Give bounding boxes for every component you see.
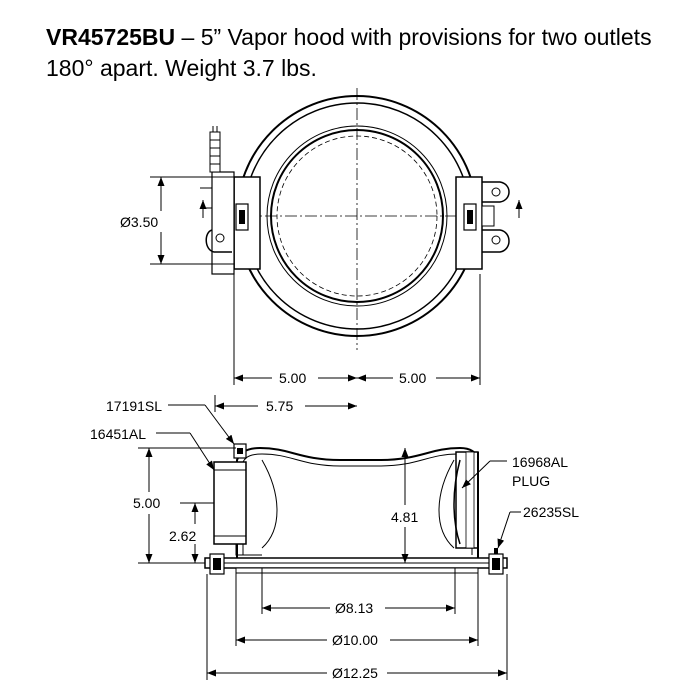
title-block: VR45725BU – 5” Vapor hood with provision… (46, 22, 686, 84)
side-view: 17191SL 16451AL 16968AL PLUG 26235SL 5.0… (90, 398, 579, 681)
dimension-half-widths: 5.00 5.00 (233, 274, 481, 386)
dim-label-d1: Ø8.13 (335, 600, 373, 616)
label-16968al: 16968AL (512, 454, 568, 470)
dim-label-outlet-height: 2.62 (169, 528, 196, 544)
dimension-diameter-3-50: Ø3.50 (120, 176, 234, 265)
dim-label-right-half: 5.00 (399, 370, 426, 386)
dim-label-left-half: 5.00 (279, 370, 306, 386)
part-description: – 5” Vapor hood with provisions for two … (46, 24, 652, 81)
part-number: VR45725BU (46, 24, 176, 50)
label-17191sl: 17191SL (106, 398, 162, 414)
dim-label-d3: Ø12.25 (332, 665, 378, 681)
outlet-collar-16451al (213, 443, 262, 556)
dim-label-height: 5.00 (133, 495, 160, 511)
right-outlet (455, 176, 523, 270)
dim-label-overall: 5.75 (266, 398, 293, 414)
dim-label-diameter: Ø3.50 (120, 214, 158, 230)
cap-plug-16968al (453, 451, 479, 549)
dim-label-inner-height: 4.81 (391, 509, 418, 525)
dimension-inner-4-81: 4.81 (391, 448, 418, 563)
dimension-outlet-2-62: 2.62 (169, 502, 214, 563)
dimension-overall-5-75: 5.75 (214, 395, 357, 414)
dim-label-d2: Ø10.00 (332, 632, 378, 648)
label-plug: PLUG (512, 473, 550, 489)
label-16451al: 16451AL (90, 426, 146, 442)
label-26235sl: 26235SL (523, 504, 579, 520)
dimension-diameter-8-13: Ø8.13 (261, 568, 456, 616)
flange-bolts (209, 548, 504, 575)
dimension-diameter-10-00: Ø10.00 (235, 573, 479, 648)
dimension-diameter-12-25: Ø12.25 (206, 574, 508, 681)
left-outlet (200, 126, 261, 275)
top-view: Ø3.50 5.00 5.00 5.75 (120, 88, 523, 414)
dimension-height-5-00: 5.00 (133, 447, 236, 564)
